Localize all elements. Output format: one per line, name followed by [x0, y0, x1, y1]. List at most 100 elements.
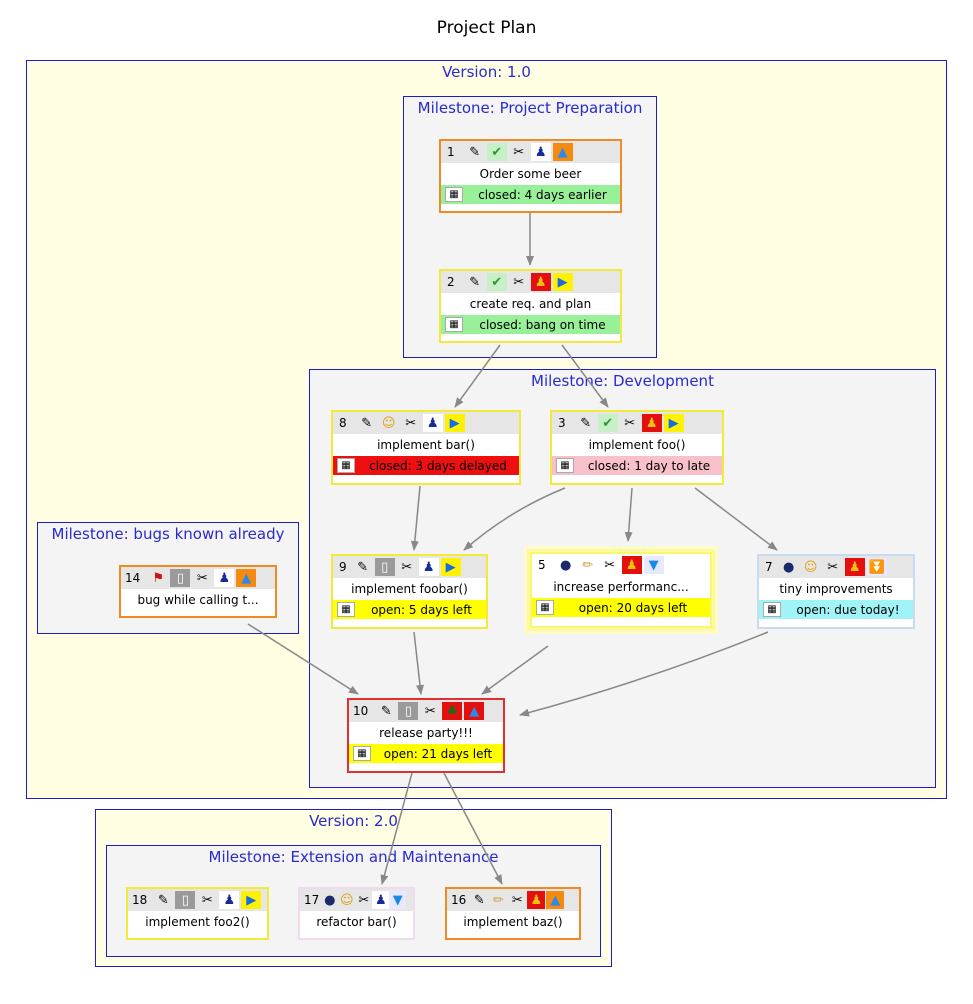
task-name: implement baz() [447, 911, 579, 933]
task-header: 7 ● ☺ ✂ ♟ ⏬ [759, 556, 913, 578]
tools-icon: ✂ [405, 415, 417, 431]
task-node-18[interactable]: 18 ✎ ▯ ✂ ♟ ▶ implement foo2() [126, 887, 269, 940]
task-node-1[interactable]: 1 ✎ ✔ ✂ ♟ ▲ Order some beer ▦ closed: 4 … [439, 139, 622, 213]
play-icon: ▶ [552, 273, 573, 291]
task-id: 8 [339, 416, 347, 430]
person-icon: ♟ [214, 569, 235, 587]
edit-icon: ✎ [361, 415, 373, 431]
priority-up-icon: ▲ [552, 143, 573, 161]
task-name: refactor bar() [300, 911, 413, 933]
tools-icon: ✂ [827, 559, 839, 575]
flag-icon: ⚑ [152, 570, 165, 586]
priority-up-icon: ▲ [236, 569, 257, 587]
calendar-icon: ▦ [445, 187, 463, 202]
calendar-icon: ▦ [445, 317, 463, 332]
edit-icon: ✎ [469, 274, 481, 290]
calendar-icon: ▦ [353, 746, 371, 761]
cluster-label: Milestone: bugs known already [51, 525, 285, 543]
tools-icon: ✂ [401, 559, 413, 575]
person-icon: ♟ [641, 414, 662, 432]
calendar-icon: ▦ [536, 600, 554, 615]
cluster-label: Version: 1.0 [442, 63, 531, 81]
task-name: increase performanc... [532, 576, 710, 598]
play-icon: ▶ [241, 891, 262, 909]
task-node-3[interactable]: 3 ✎ ✔ ✂ ♟ ▶ implement foo() ▦ closed: 1 … [550, 410, 724, 485]
pencil-icon: ✏ [582, 557, 594, 573]
calendar-icon: ▦ [337, 458, 355, 473]
document-icon: ▯ [374, 558, 395, 576]
document-icon: ▯ [398, 702, 419, 720]
task-id: 9 [339, 560, 347, 574]
task-header: 9 ✎ ▯ ✂ ♟ ▶ [333, 556, 486, 578]
task-status-text: closed: 1 day to late [587, 458, 711, 473]
tools-icon: ✂ [513, 274, 525, 290]
task-node-9[interactable]: 9 ✎ ▯ ✂ ♟ ▶ implement foobar() ▦ open: 5… [331, 554, 488, 629]
task-status: ▦ closed: 1 day to late [552, 456, 722, 475]
pencil-icon: ✏ [492, 892, 504, 908]
task-status: ▦ open: 20 days left [532, 598, 710, 617]
person-icon: ♟ [372, 891, 390, 909]
priority-up-icon: ▲ [546, 891, 565, 909]
edit-icon: ✎ [473, 892, 485, 908]
task-node-2[interactable]: 2 ✎ ✔ ✂ ♟ ▶ create req. and plan ▦ close… [439, 269, 622, 343]
play-icon: ▶ [440, 558, 461, 576]
task-node-8[interactable]: 8 ✎ ☺ ✂ ♟ ▶ implement bar() ▦ closed: 3 … [331, 410, 521, 485]
task-header: 18 ✎ ▯ ✂ ♟ ▶ [128, 889, 267, 911]
task-id: 2 [447, 275, 455, 289]
down-double-icon: ⏬ [866, 558, 887, 576]
globe-icon: ● [559, 557, 572, 573]
task-header: 3 ✎ ✔ ✂ ♟ ▶ [552, 412, 722, 434]
task-status-text: closed: 3 days delayed [369, 458, 507, 473]
person-icon: ♟ [621, 556, 642, 574]
play-icon: ▶ [663, 414, 684, 432]
globe-icon: ● [782, 559, 795, 575]
task-node-7[interactable]: 7 ● ☺ ✂ ♟ ⏬ tiny improvements ▦ open: du… [757, 554, 915, 629]
priority-up-icon: ▲ [464, 702, 485, 720]
calendar-icon: ▦ [556, 458, 574, 473]
person-icon: ♟ [530, 273, 551, 291]
cluster-label: Milestone: Project Preparation [417, 99, 643, 117]
task-header: 8 ✎ ☺ ✂ ♟ ▶ [333, 412, 519, 434]
tools-icon: ✂ [358, 892, 370, 908]
edit-icon: ✎ [580, 415, 592, 431]
task-status: ▦ closed: bang on time [441, 315, 620, 334]
task-id: 5 [538, 558, 546, 572]
cluster-label: Milestone: Development [531, 372, 714, 390]
task-node-10[interactable]: 10 ✎ ▯ ✂ ♣ ▲ release party!!! ▦ open: 21… [347, 698, 505, 773]
task-status-text: open: 20 days left [578, 600, 688, 615]
task-name: bug while calling t... [121, 589, 275, 611]
person-icon: ♟ [422, 414, 443, 432]
edit-icon: ✎ [469, 144, 481, 160]
smiley-icon: ☺ [381, 415, 396, 431]
task-id: 1 [447, 145, 455, 159]
tools-icon: ✂ [513, 144, 525, 160]
task-status: ▦ open: 5 days left [333, 600, 486, 619]
smiley-icon: ☺ [340, 892, 354, 908]
task-id: 17 [304, 893, 320, 907]
task-status: ▦ open: due today! [759, 600, 913, 619]
person-icon: ♟ [527, 891, 546, 909]
task-status-text: closed: 4 days earlier [478, 187, 607, 202]
tools-icon: ✂ [604, 557, 616, 573]
task-status-text: open: 5 days left [371, 602, 472, 617]
smiley-icon: ☺ [803, 559, 818, 575]
task-id: 7 [765, 560, 773, 574]
task-node-14[interactable]: 14 ⚑ ▯ ✂ ♟ ▲ bug while calling t... [119, 565, 277, 618]
document-icon: ▯ [170, 569, 191, 587]
check-icon: ✔ [597, 414, 618, 432]
task-header: 16 ✎ ✏ ✂ ♟ ▲ [447, 889, 579, 911]
task-header: 10 ✎ ▯ ✂ ♣ ▲ [349, 700, 503, 722]
edit-icon: ✎ [380, 703, 392, 719]
task-node-5[interactable]: 5 ● ✏ ✂ ♟ ▼ increase performanc... ▦ ope… [530, 552, 712, 628]
person-icon: ♟ [844, 558, 865, 576]
task-id: 18 [132, 893, 148, 907]
task-name: implement foo2() [128, 911, 267, 933]
tools-icon: ✂ [624, 415, 636, 431]
page-title: Project Plan [436, 18, 537, 38]
tools-icon: ✂ [511, 892, 523, 908]
task-node-17[interactable]: 17 ● ☺ ✂ ♟ ▼ refactor bar() [298, 887, 415, 940]
task-status-text: open: due today! [796, 602, 900, 617]
task-node-16[interactable]: 16 ✎ ✏ ✂ ♟ ▲ implement baz() [445, 887, 581, 940]
task-name: implement bar() [333, 434, 519, 456]
task-name: tiny improvements [759, 578, 913, 600]
